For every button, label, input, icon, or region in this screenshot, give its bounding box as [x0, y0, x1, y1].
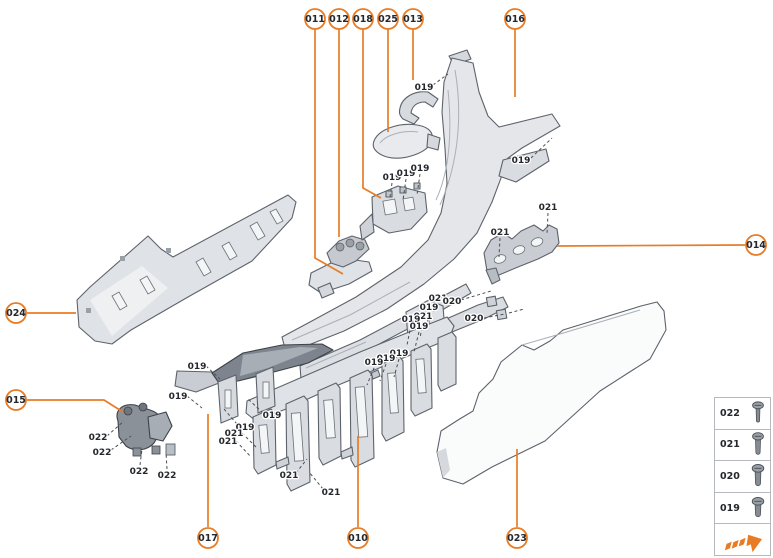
svg-text:017: 017	[198, 533, 218, 544]
legend-row-019[interactable]: 019	[715, 491, 770, 524]
part-label: 019	[397, 169, 416, 179]
screw-icon	[752, 401, 764, 423]
part-label: 022	[130, 467, 149, 477]
part-label: 019	[411, 164, 430, 174]
part-label: 022	[93, 448, 112, 458]
part-label: 021	[414, 312, 433, 322]
svg-text:010: 010	[348, 533, 368, 544]
part-015-latch	[116, 402, 176, 457]
screw-icon	[751, 463, 765, 487]
callout-013[interactable]: 013	[402, 8, 424, 30]
svg-text:024: 024	[6, 308, 26, 319]
part-label: 019	[512, 156, 531, 166]
part-018-bracket	[359, 182, 428, 241]
part-label: 019	[377, 354, 396, 364]
callout-023[interactable]: 023	[506, 527, 528, 549]
part-label: 021	[429, 294, 448, 304]
part-label: 020	[465, 314, 484, 324]
part-label: 019	[390, 349, 409, 359]
part-label: 021	[219, 437, 238, 447]
part-label: 019	[263, 411, 282, 421]
part-023-side-panel	[436, 301, 667, 485]
legend-label: 019	[720, 502, 740, 514]
part-label: 019	[365, 358, 384, 368]
svg-text:016: 016	[505, 14, 525, 25]
screw-icon	[752, 432, 764, 456]
part-013-clip	[398, 91, 439, 125]
part-label: 019	[236, 423, 255, 433]
part-014-clamp-bracket	[483, 224, 560, 285]
legend-row-021[interactable]: 021	[715, 428, 770, 461]
svg-text:013: 013	[403, 14, 423, 25]
part-label: 020	[443, 297, 462, 307]
part-label: 021	[491, 228, 510, 238]
legend-row-022[interactable]: 022	[715, 398, 770, 429]
part-label: 021	[280, 471, 299, 481]
svg-text:014: 014	[746, 240, 766, 251]
part-label: 019	[169, 392, 188, 402]
callout-018[interactable]: 018	[352, 8, 374, 30]
legend-row-020[interactable]: 020	[715, 460, 770, 492]
legend-label: 020	[720, 470, 740, 482]
callout-016[interactable]: 016	[504, 8, 526, 30]
callout-014[interactable]: 014	[745, 234, 767, 256]
callout-leader-lines	[27, 29, 746, 527]
svg-text:023: 023	[507, 533, 527, 544]
part-label: 019	[410, 322, 429, 332]
fastener-legend: 022 021 020 019	[714, 397, 771, 556]
part-label: 019	[188, 362, 207, 372]
part-label: 019	[415, 83, 434, 93]
fastener-labels: 019 019 019 019 019 021 021 021 020 019 …	[87, 82, 558, 500]
callout-025[interactable]: 025	[377, 8, 399, 30]
screw-icon	[751, 496, 765, 517]
direction-arrow-icon	[724, 534, 762, 552]
svg-text:025: 025	[378, 14, 398, 25]
part-label: 021	[225, 429, 244, 439]
part-010-carrier-frame	[245, 295, 509, 492]
part-label: 021	[322, 488, 341, 498]
part-label: 019	[420, 303, 439, 313]
legend-label: 021	[720, 439, 740, 451]
callout-015[interactable]: 015	[5, 389, 27, 411]
callout-011[interactable]: 011	[304, 8, 326, 30]
part-label: 022	[89, 433, 108, 443]
part-label: 019	[383, 173, 402, 183]
legend-label: 022	[720, 407, 740, 419]
part-label: 021	[539, 203, 558, 213]
callout-024[interactable]: 024	[5, 302, 27, 324]
legend-row-direction[interactable]	[715, 523, 770, 555]
part-label: 019	[402, 315, 421, 325]
part-012-clip-strip	[326, 235, 370, 268]
svg-text:011: 011	[305, 14, 325, 25]
part-011-plate	[308, 257, 373, 299]
part-025-lid	[372, 123, 441, 159]
callout-010[interactable]: 010	[347, 527, 369, 549]
part-label: 022	[158, 471, 177, 481]
svg-text:018: 018	[353, 14, 373, 25]
svg-text:015: 015	[6, 395, 26, 406]
callout-012[interactable]: 012	[328, 8, 350, 30]
svg-text:012: 012	[329, 14, 349, 25]
callout-017[interactable]: 017	[197, 527, 219, 549]
dashed-leader-lines	[106, 73, 553, 490]
part-017-mounting-bracket	[174, 343, 334, 424]
part-024-side-panel	[76, 194, 297, 345]
